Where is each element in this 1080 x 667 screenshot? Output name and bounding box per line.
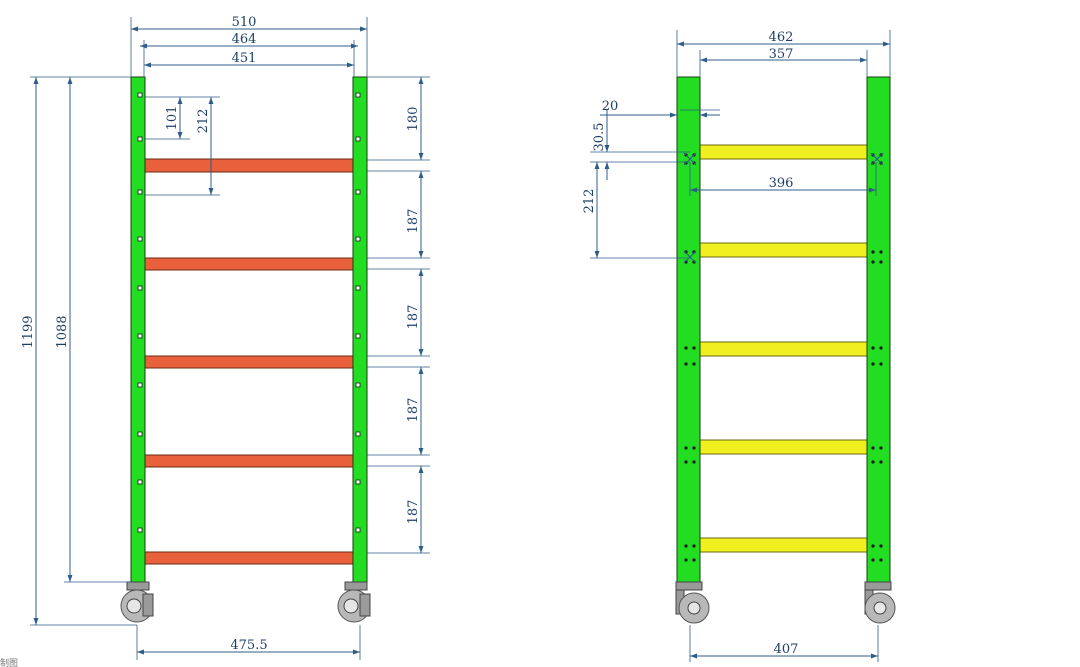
side-rung-1 xyxy=(699,144,868,160)
side-rungs xyxy=(699,144,868,553)
front-left-post xyxy=(130,76,146,583)
side-right-caster xyxy=(864,581,896,624)
front-shelf-beams xyxy=(143,158,355,565)
front-dimension-labels: 510 464 451 475.5 1199 1088 101 212 180 … xyxy=(21,15,421,653)
shelf-beam-4 xyxy=(143,454,355,468)
side-post-holes xyxy=(683,152,884,562)
shelf-beam-2 xyxy=(143,257,355,271)
side-right-post xyxy=(866,76,891,583)
side-rung-5 xyxy=(699,537,868,553)
front-extension-lines xyxy=(30,17,430,660)
side-left-post xyxy=(676,76,701,583)
dim-frame-height: 1088 xyxy=(55,315,70,348)
dim-shelf-spacing-3: 187 xyxy=(406,398,421,423)
dim-bracket-101: 101 xyxy=(165,106,180,131)
front-left-caster xyxy=(120,581,154,623)
front-right-post xyxy=(352,76,368,583)
front-dimension-lines xyxy=(33,26,424,655)
front-view: 510 464 451 475.5 1199 1088 101 212 180 … xyxy=(21,15,430,660)
side-rung-4 xyxy=(699,439,868,455)
dim-hole-spacing: 212 xyxy=(582,189,597,214)
dim-post-width: 20 xyxy=(602,99,619,114)
dim-side-wheel-span: 407 xyxy=(774,642,799,657)
dim-outer-width: 464 xyxy=(232,32,257,47)
dim-hole-offset: 30.5 xyxy=(592,123,607,152)
dim-side-overall-width: 462 xyxy=(769,30,794,45)
dim-shelf-spacing-2: 187 xyxy=(406,305,421,330)
dim-overall-width: 510 xyxy=(232,15,257,30)
side-left-caster xyxy=(675,581,710,624)
shelf-beam-5 xyxy=(143,551,355,565)
dim-wheel-span: 475.5 xyxy=(230,638,267,653)
shelf-beam-1 xyxy=(143,158,355,173)
dim-overall-height: 1199 xyxy=(21,315,36,348)
side-dimension-labels: 462 357 20 30.5 212 396 407 xyxy=(582,30,798,657)
front-right-caster xyxy=(337,581,371,623)
shelf-beam-3 xyxy=(143,355,355,369)
dim-bracket-212: 212 xyxy=(196,109,211,134)
side-view: 462 357 20 30.5 212 396 407 xyxy=(582,30,896,662)
dim-top-gap: 180 xyxy=(406,107,421,132)
side-rung-2 xyxy=(699,242,868,258)
dim-inner-width: 451 xyxy=(232,51,257,66)
dim-shelf-spacing-4: 187 xyxy=(406,500,421,525)
side-rung-3 xyxy=(699,341,868,357)
dim-rung-length: 396 xyxy=(769,176,794,191)
dim-side-inner-width: 357 xyxy=(769,47,794,62)
side-dimension-lines xyxy=(594,41,890,659)
corner-text: 制图 xyxy=(0,657,18,667)
front-post-holes xyxy=(137,92,361,533)
dim-shelf-spacing-1: 187 xyxy=(406,209,421,234)
